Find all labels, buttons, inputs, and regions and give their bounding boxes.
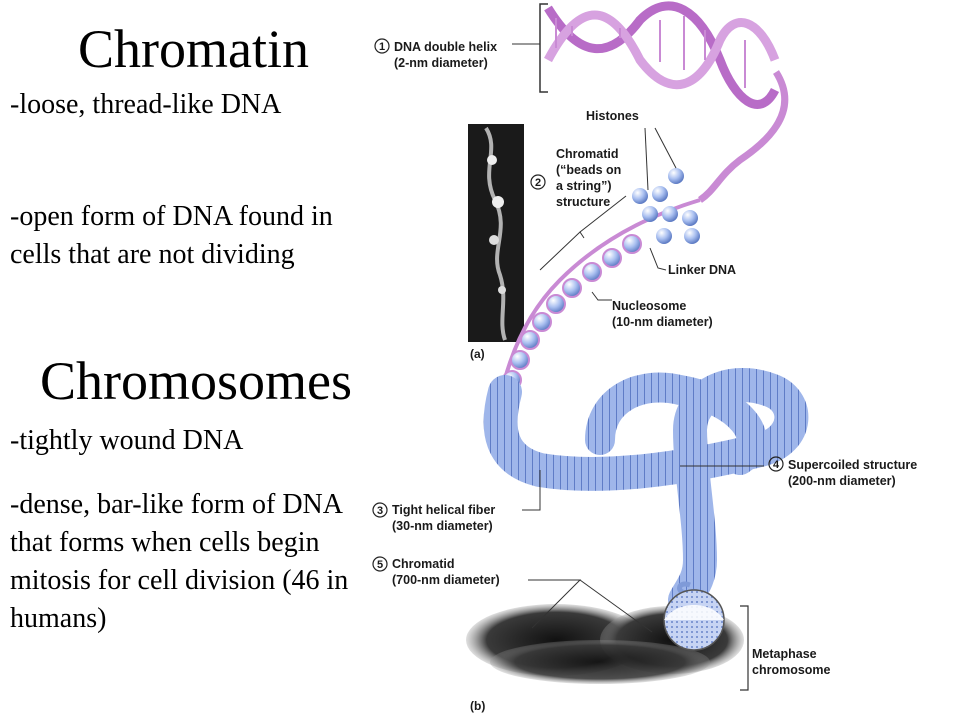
panel-a-label: (a) (470, 347, 485, 361)
svg-text:Chromatid: Chromatid (556, 147, 619, 161)
label-helical-fiber: 3 Tight helical fiber (30-nm diameter) (372, 502, 495, 533)
electron-micrograph-a (468, 124, 524, 342)
helical-fiber-pointer (522, 470, 541, 511)
svg-text:(“beads on: (“beads on (556, 163, 621, 177)
dna-packaging-diagram: 1 DNA double helix (2-nm diameter) (a) (372, 1, 917, 713)
svg-text:Tight helical fiber: Tight helical fiber (392, 503, 495, 517)
svg-text:(30-nm diameter): (30-nm diameter) (392, 519, 493, 533)
chromosomes-point-1: -tightly wound DNA (10, 425, 244, 456)
chromosomes-heading: Chromosomes (40, 351, 353, 411)
svg-text:chromosome: chromosome (752, 663, 831, 677)
panel-b-label: (b) (470, 699, 485, 713)
svg-text:(2-nm diameter): (2-nm diameter) (394, 56, 488, 70)
chromatin-point-2: -open form of DNA found in cells that ar… (10, 201, 333, 271)
svg-text:Metaphase: Metaphase (752, 647, 817, 661)
svg-text:1: 1 (379, 41, 385, 53)
label-chromatid-700: 5 Chromatid (700-nm diameter) (372, 556, 500, 587)
svg-text:a string”): a string”) (556, 179, 612, 193)
label-supercoiled: 4 Supercoiled structure (200-nm diameter… (768, 456, 917, 488)
svg-text:2: 2 (535, 177, 541, 189)
label-histones: Histones (586, 109, 639, 123)
nucleosome-bracket (591, 291, 612, 301)
svg-text:structure: structure (556, 195, 610, 209)
svg-text:DNA double helix: DNA double helix (394, 40, 497, 54)
label-linker-dna: Linker DNA (668, 263, 736, 277)
chromatid-pointer-2 (579, 579, 653, 633)
linker-pointer (649, 247, 667, 271)
label-metaphase-chromosome: Metaphase chromosome (752, 647, 831, 677)
histones-pointer-2 (654, 127, 677, 169)
svg-text:Nucleosome: Nucleosome (612, 299, 686, 313)
svg-text:(10-nm diameter): (10-nm diameter) (612, 315, 713, 329)
histone-beads (632, 168, 700, 244)
chromatin-point-1: -loose, thread-like DNA (10, 89, 282, 120)
svg-text:3: 3 (377, 505, 383, 517)
svg-text:Chromatid: Chromatid (392, 557, 455, 571)
double-helix (544, 1, 789, 203)
svg-text:(700-nm diameter): (700-nm diameter) (392, 573, 500, 587)
label-chromatid-beads: 2 Chromatid (“beads on a string”) struct… (530, 147, 621, 209)
supercoiled-loop (585, 372, 767, 475)
helix-bracket (539, 3, 548, 93)
svg-text:Supercoiled structure: Supercoiled structure (788, 458, 917, 472)
chromatin-heading: Chromatin (78, 19, 309, 79)
label-nucleosome: Nucleosome (10-nm diameter) (612, 299, 713, 329)
label-dna-double-helix: 1 DNA double helix (2-nm diameter) (374, 38, 497, 70)
svg-text:4: 4 (773, 459, 780, 471)
chromosomes-point-2: -dense, bar-like form of DNA that forms … (10, 489, 349, 635)
metaphase-bracket (740, 605, 749, 691)
histones-pointer-1 (644, 127, 649, 191)
svg-text:(200-nm diameter): (200-nm diameter) (788, 474, 896, 488)
svg-text:5: 5 (377, 559, 383, 571)
